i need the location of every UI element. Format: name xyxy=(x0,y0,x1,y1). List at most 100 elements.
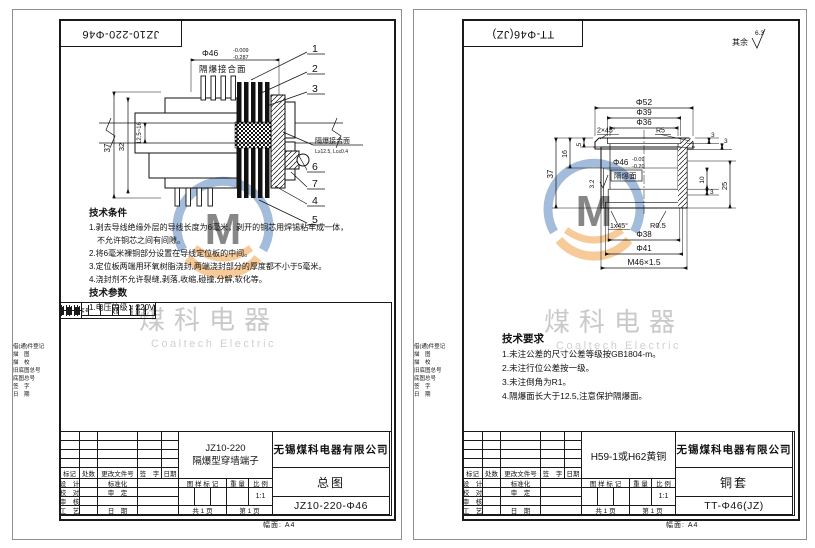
surface-rest-value: 6.3 xyxy=(755,30,764,37)
tb-scale-value: 1:1 xyxy=(652,488,676,506)
tb-scale-value: 1:1 xyxy=(249,488,273,506)
part-name: 封头 xyxy=(60,305,62,316)
header-material: 材 料 xyxy=(119,305,132,316)
tb-label-approve: 审 定 xyxy=(98,488,138,497)
part-material: 阻燃丁腈橡胶 xyxy=(62,306,64,315)
part-material: 阻燃丁腈橡胶 xyxy=(78,306,80,315)
margin-strip-cell: 底图总号 xyxy=(414,376,437,382)
right-frame xyxy=(462,19,800,521)
dim-d46: Φ46 xyxy=(613,158,629,167)
part-total-weight xyxy=(72,310,74,311)
header-qty: 数量 xyxy=(112,305,120,316)
roughness-32: 3.2 xyxy=(589,179,596,188)
callout-5: 5 xyxy=(312,214,318,226)
right-corner-text: TT-Φ46(JZ) xyxy=(491,27,555,40)
dim-d52: Φ52 xyxy=(636,97,653,107)
right-title-block: 标记 处数 更改文件号 签 字 日期 设 计 标准化 校 对 审 定 审 核 工… xyxy=(462,431,795,516)
tech-condition-line: 3.定位板两端用环氧树脂浇封,两端浇封部分的厚度都不小于5毫米。 xyxy=(89,262,327,271)
right-watermark-logo: M xyxy=(543,158,645,261)
part-name: 隔板 xyxy=(76,305,78,316)
tb-label-scale: 比 例 xyxy=(249,479,273,488)
joint-surface-label: 隔爆接合面 xyxy=(199,64,247,74)
margin-strip-cell: 借(通)件登记 xyxy=(414,344,446,350)
tb-label-standard: 标准化 xyxy=(501,479,541,488)
tb-part-name: 铜套 xyxy=(676,468,793,497)
dim-3b: 3 xyxy=(724,138,728,145)
header-unit-weight: 单 件重 量 xyxy=(131,305,139,316)
tb-label-date: 日期 xyxy=(565,468,582,479)
tb-label-process: 工 艺 xyxy=(463,506,483,515)
right-margin-strip: 借(通)件登记描 图描 校旧底图总号底图总号签 字日 期 xyxy=(414,342,461,398)
dim-d38: Φ38 xyxy=(636,230,652,239)
dim-d46-tol-up: -0.09 xyxy=(632,157,645,163)
dim-r5: R5 xyxy=(656,128,665,135)
tech-condition-line: 不允许铜芯之间有间隙。 xyxy=(89,236,185,245)
part-code: SJ-Φ46(JZ) xyxy=(67,306,69,315)
callout-3: 3 xyxy=(312,83,318,95)
dim-d41: Φ41 xyxy=(636,244,652,253)
dim-5: 5 xyxy=(576,142,583,146)
header-remark: 备 注 xyxy=(145,305,155,316)
left-corner-label: JZ10-220-Φ46 xyxy=(61,21,182,47)
callout-2: 2 xyxy=(312,63,318,75)
dim-r05: R0.5 xyxy=(650,221,666,230)
tb-label-mark: 标记 xyxy=(60,468,80,479)
margin-strip-cell: 借(通)件登记 xyxy=(13,344,45,350)
part-remark: 煤科电器通用件 xyxy=(73,305,75,316)
margin-strip-cell: 旧底图总号 xyxy=(13,368,41,374)
callout-6: 6 xyxy=(312,161,318,173)
tb-label-proof: 校 对 xyxy=(60,488,80,497)
tb-label-sign: 签 字 xyxy=(138,468,162,479)
tb-label-count: 处数 xyxy=(483,468,501,479)
part-unit-weight xyxy=(79,310,81,311)
dim-d39: Φ39 xyxy=(636,108,652,117)
tb-label-approve: 审 定 xyxy=(501,488,541,497)
header-no: 序号 xyxy=(82,305,89,316)
tb-label-review: 审 核 xyxy=(463,497,483,506)
tech-requirement-line: 4.隔爆面长大于12.5,注意保护隔爆面。 xyxy=(502,391,647,401)
part-qty: 1 xyxy=(61,306,63,315)
joint-note-sub: L≥12.5, Lc≤0.4 xyxy=(315,149,348,155)
dim-thread: M46×1.5 xyxy=(627,257,661,267)
tech-condition-line: 1.剥去导线绝缘外层的导线长度为6毫米，剥开的铜芯用焊锡粘牢成一体， xyxy=(89,223,349,232)
margin-strip-cell: 签 字 xyxy=(414,384,431,390)
right-drawing: 其余 6.3 xyxy=(546,28,766,270)
tb-page-no: 第 1 页 xyxy=(630,506,676,515)
callout-1: 1 xyxy=(312,43,318,55)
tb-label-weight: 重 量 xyxy=(227,479,249,488)
right-corner-label: TT-Φ46(JZ) xyxy=(464,21,583,47)
left-drawing: Φ46 -0.009 -0.287 隔爆接合面 37 32 12.5~16 1 … xyxy=(99,43,363,226)
margin-strip-cell: 描 图 xyxy=(414,352,431,358)
dim-phi46-tol-lower: -0.287 xyxy=(233,55,249,61)
callout-4: 4 xyxy=(312,195,318,207)
part-unit-weight xyxy=(63,310,65,311)
dim-3a: 3 xyxy=(711,132,715,139)
parts-header-row: 序号 代 号 名 称 数量 材 料 单 件重 量 总 计重 量 备 注 xyxy=(82,303,156,319)
callout-7: 7 xyxy=(312,178,318,190)
tech-requirement-line: 3.未注倒角为R1。 xyxy=(502,377,571,387)
joint-face-label: 隔爆面 xyxy=(614,171,637,181)
tb-label-review: 审 核 xyxy=(60,497,80,506)
header-code: 代 号 xyxy=(88,305,101,316)
tb-pages-total: 共 1 页 xyxy=(582,506,630,515)
tb-label-process: 工 艺 xyxy=(60,506,80,515)
tech-condition-line: 4.浇封剂不允许裂缝,剥落,收缩,碰撞,分解,软化等。 xyxy=(89,275,267,284)
left-margin-strip: 借(通)件登记描 图描 校旧底图总号底图总号签 字日 期 xyxy=(13,342,59,398)
tb-label-scale: 比 例 xyxy=(652,479,676,488)
tb-page-no: 第 1 页 xyxy=(227,506,273,515)
svg-text:M: M xyxy=(576,187,613,236)
tb-label-date: 日期 xyxy=(162,468,179,479)
tb-drawing-no: TT-Φ46(JZ) xyxy=(676,497,793,515)
tech-requirement-line: 1.未注公差的尺寸公差等级按GB1804-m。 xyxy=(502,349,661,359)
dim-32: 32 xyxy=(117,143,126,151)
tb-label-date2: 日 期 xyxy=(98,506,138,515)
tb-label-change-doc: 更改文件号 xyxy=(501,468,541,479)
left-sheet: M 煤科电器 Coaltech Electric JZ10-220-Φ46 xyxy=(12,9,402,540)
tb-label-design: 设 计 xyxy=(60,479,80,488)
left-corner-text: JZ10-220-Φ46 xyxy=(82,27,160,40)
tb-label-design: 设 计 xyxy=(463,479,483,488)
left-watermark-en: Coaltech Electric xyxy=(151,338,277,350)
part-code: FT-30F xyxy=(60,306,61,315)
tb-label-standard: 标准化 xyxy=(98,479,138,488)
